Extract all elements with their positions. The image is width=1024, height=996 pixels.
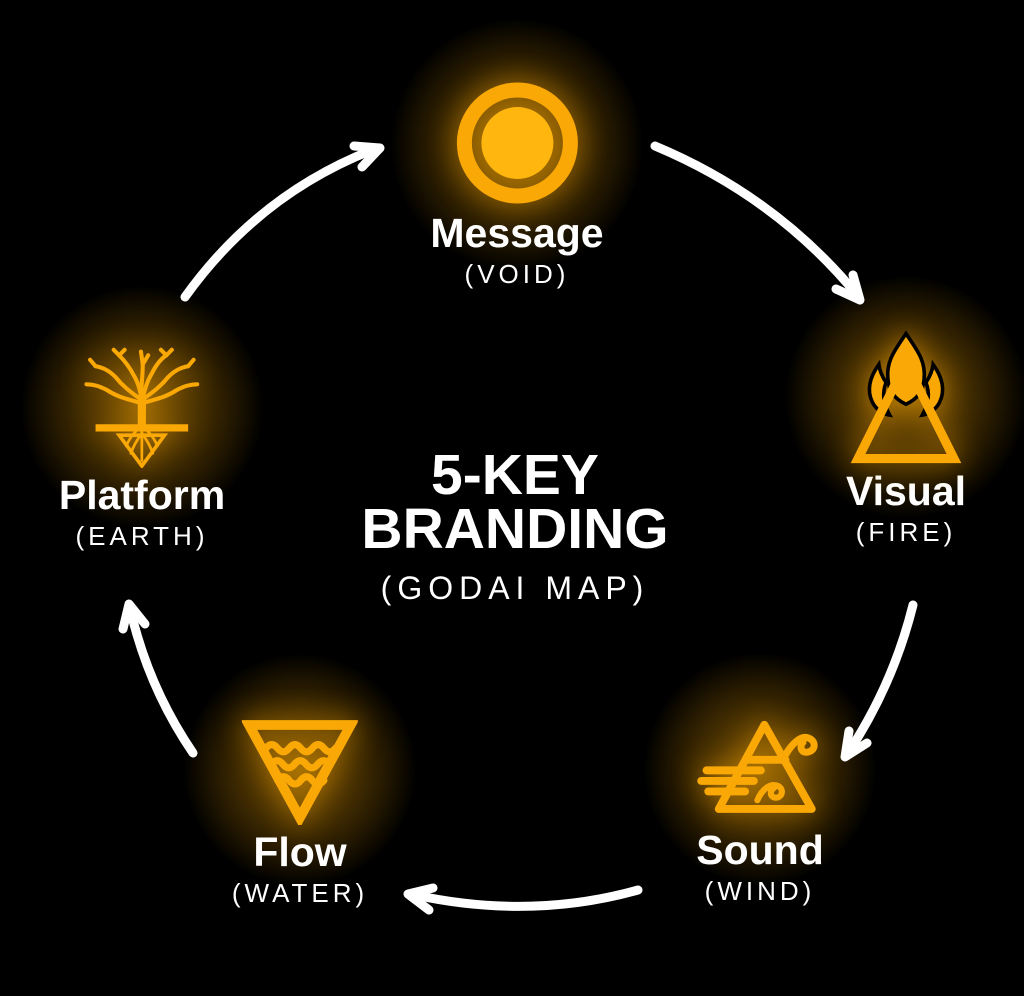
arrow-sound-to-flow bbox=[410, 885, 643, 911]
arrow-visual-to-sound bbox=[843, 600, 918, 758]
void-circle-icon bbox=[454, 80, 580, 206]
node-platform: Platform (EARTH) bbox=[59, 346, 225, 552]
node-flow: Flow (WATER) bbox=[232, 716, 368, 909]
arrowhead-visual-to-sound bbox=[840, 726, 872, 762]
node-message: Message (VOID) bbox=[430, 80, 604, 290]
node-message-label: Message bbox=[430, 210, 604, 256]
node-visual-element: (FIRE) bbox=[855, 517, 957, 548]
arrow-platform-to-message bbox=[180, 145, 377, 302]
node-flow-element: (WATER) bbox=[231, 878, 369, 909]
node-sound-element: (WIND) bbox=[704, 876, 816, 907]
earth-tree-icon bbox=[83, 346, 201, 470]
node-platform-element: (EARTH) bbox=[75, 521, 209, 552]
arrow-message-to-visual bbox=[650, 141, 863, 301]
water-triangle-icon bbox=[240, 716, 360, 829]
arrow-flow-to-platform bbox=[125, 603, 198, 758]
title-line1: 5-KEY bbox=[431, 443, 599, 507]
node-flow-label: Flow bbox=[253, 829, 347, 875]
arrowhead-sound-to-flow bbox=[403, 883, 438, 915]
wind-triangle-icon bbox=[694, 716, 826, 823]
arrowhead-message-to-visual bbox=[831, 270, 865, 305]
title-subtitle: (GODAI MAP) bbox=[380, 570, 650, 607]
fire-triangle-icon bbox=[838, 330, 974, 464]
diagram-title: 5-KEY BRANDING (GODAI MAP) bbox=[361, 443, 669, 607]
node-platform-label: Platform bbox=[58, 472, 226, 518]
node-sound-label: Sound bbox=[696, 827, 824, 873]
title-line2: BRANDING bbox=[361, 497, 669, 562]
node-visual: Visual (FIRE) bbox=[838, 330, 974, 548]
arrowhead-flow-to-platform bbox=[118, 599, 150, 634]
node-sound: Sound (WIND) bbox=[694, 716, 826, 907]
arrowhead-platform-to-message bbox=[349, 141, 385, 172]
node-visual-label: Visual bbox=[845, 468, 967, 514]
node-message-element: (VOID) bbox=[464, 259, 570, 290]
